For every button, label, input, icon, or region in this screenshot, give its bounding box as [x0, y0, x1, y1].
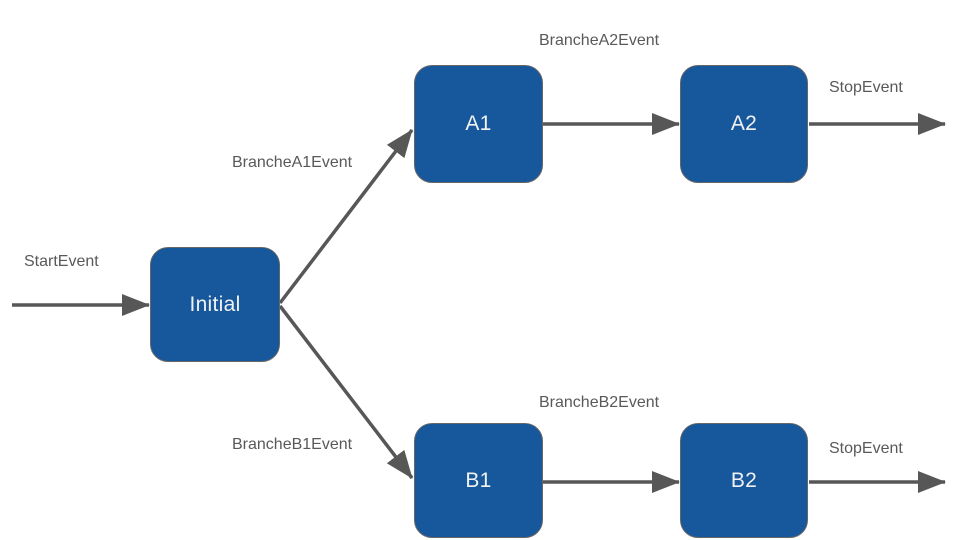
- node-b2: B2: [680, 423, 808, 538]
- edge-label-branche-a1-event: BrancheA1Event: [232, 154, 353, 171]
- node-a1: A1: [414, 65, 543, 183]
- edge-initial-to-a1: [278, 128, 414, 305]
- edge-label-branche-a2-event: BrancheA2Event: [539, 32, 660, 49]
- edge-label-stop-event-top: StopEvent: [829, 79, 903, 96]
- edge-label-start-event: StartEvent: [24, 253, 99, 270]
- node-a2-label: A2: [730, 112, 758, 135]
- edge-label-stop-event-bottom: StopEvent: [829, 440, 903, 457]
- node-b1: B1: [414, 423, 543, 538]
- edge-label-branche-b2-event: BrancheB2Event: [539, 394, 660, 411]
- edge-initial-to-b1: [278, 304, 414, 480]
- edge-label-branche-b1-event: BrancheB1Event: [232, 436, 353, 453]
- node-initial-label: Initial: [189, 292, 241, 316]
- node-b2-label: B2: [730, 468, 758, 492]
- node-a1-label: A1: [465, 112, 492, 135]
- node-initial: Initial: [150, 247, 280, 362]
- node-a2: A2: [680, 65, 808, 183]
- node-b1-label: B1: [465, 468, 492, 492]
